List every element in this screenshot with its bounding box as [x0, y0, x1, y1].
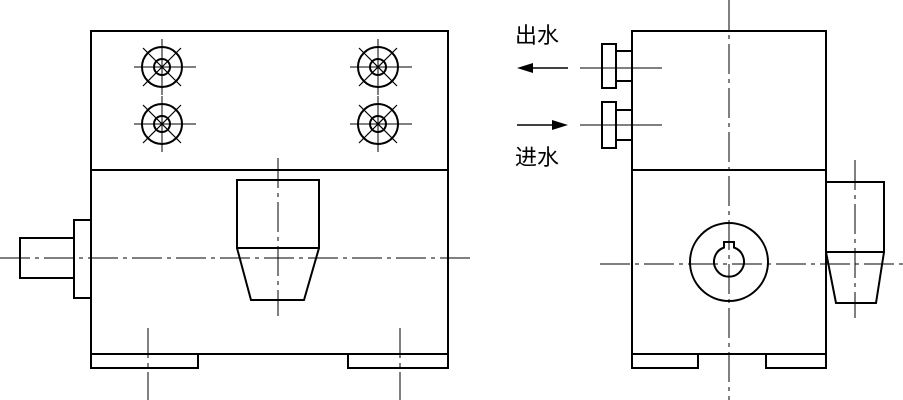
inlet-arrow	[517, 120, 568, 130]
side-center-lines	[600, 0, 903, 400]
pipe-fitting-3	[134, 96, 196, 152]
pipe-fitting-4	[350, 96, 412, 152]
front-flange	[73, 219, 92, 299]
outlet-connector	[601, 43, 633, 89]
pipe-fitting-1	[134, 39, 196, 95]
front-foot-right	[347, 353, 449, 369]
outlet-arrow	[517, 63, 568, 73]
front-center-lines	[0, 158, 475, 400]
front-cooler-box	[90, 30, 449, 171]
side-view	[517, 0, 903, 400]
water-in-label: 进水	[515, 146, 560, 171]
side-foot-left	[631, 353, 699, 369]
front-view	[0, 30, 475, 400]
water-out-label: 出水	[515, 24, 560, 49]
front-motor-body	[90, 169, 449, 355]
front-foot-left	[90, 353, 199, 369]
side-foot-right	[765, 353, 827, 369]
pipe-fitting-2	[350, 39, 412, 95]
